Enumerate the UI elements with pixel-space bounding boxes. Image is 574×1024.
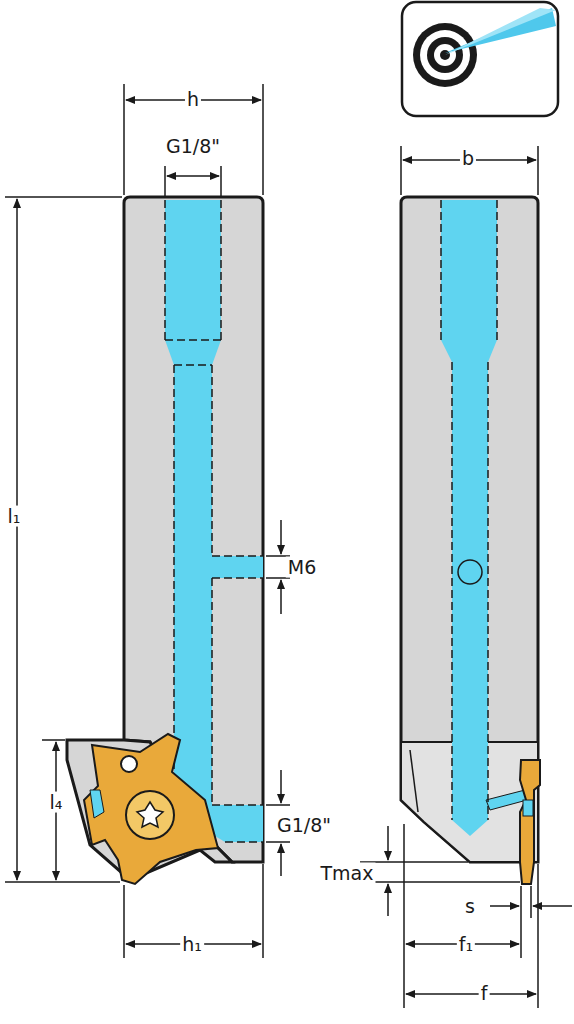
dimension-label: G1/8" [164, 136, 222, 157]
dimension-label: Tmax [318, 863, 375, 884]
dimension-label: h [185, 89, 201, 110]
dimension-label: b [460, 148, 476, 169]
dimension-label: l₁ [6, 506, 23, 527]
dimension-label: s [463, 896, 477, 917]
dimension-label: G1/8" [275, 815, 333, 836]
dimension-label: M6 [286, 557, 318, 578]
dimension-label: f [479, 983, 490, 1004]
dimension-label: l₄ [48, 792, 65, 813]
holder-front-view [67, 197, 263, 884]
coolant-icon [402, 2, 558, 116]
dimension-label: f₁ [457, 934, 475, 955]
dimension-lines [5, 84, 572, 1008]
holder-side-view [401, 197, 540, 884]
dimension-label: h₁ [180, 934, 204, 955]
